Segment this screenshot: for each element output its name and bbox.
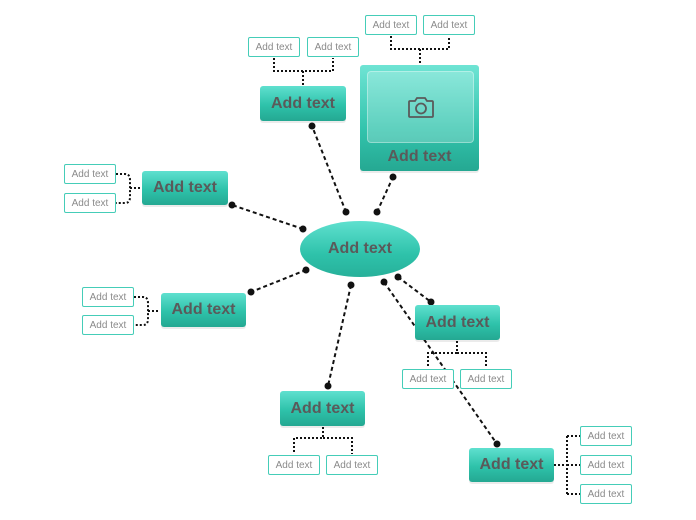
topic-left-upper[interactable]: Add text: [142, 171, 228, 205]
subtopic-top-2[interactable]: Add text: [307, 37, 359, 57]
topic-bottom-right-label: Add text: [479, 456, 544, 473]
subtopic-left-upper-1[interactable]: Add text: [64, 164, 116, 184]
subtopic-left-lower-1[interactable]: Add text: [82, 287, 134, 307]
topic-top-label: Add text: [271, 94, 335, 112]
subtopic-right-middle-1[interactable]: Add text: [402, 369, 454, 389]
subtopic-left-lower-2[interactable]: Add text: [82, 315, 134, 335]
connector-left-lower: [250, 269, 307, 293]
subtopic-photo-1[interactable]: Add text: [365, 15, 417, 35]
bracket-photo: [390, 36, 450, 63]
connector-bottom-right: [383, 281, 498, 445]
connector-left-upper: [231, 204, 304, 230]
bracket-top: [273, 58, 334, 85]
topic-bottom-right[interactable]: Add text: [469, 448, 554, 482]
connector-bottom: [327, 284, 352, 387]
topic-left-lower-label: Add text: [171, 301, 236, 318]
topic-top[interactable]: Add text: [260, 86, 346, 121]
topic-bottom[interactable]: Add text: [280, 391, 365, 426]
image-topic-label: Add text: [387, 148, 452, 165]
topic-bottom-label: Add text: [290, 399, 355, 417]
subtopic-right-middle-2[interactable]: Add text: [460, 369, 512, 389]
connector-right-middle: [397, 276, 432, 303]
subtopic-bottom-2[interactable]: Add text: [326, 455, 378, 475]
image-topic[interactable]: Add text: [360, 65, 479, 171]
connector-photo: [376, 176, 394, 213]
subtopic-bottom-right-2[interactable]: Add text: [580, 455, 632, 475]
central-topic[interactable]: Add text: [300, 221, 420, 277]
subtopic-bottom-right-3[interactable]: Add text: [580, 484, 632, 504]
topic-left-lower[interactable]: Add text: [161, 293, 246, 327]
central-topic-label: Add text: [328, 240, 392, 257]
connector-top: [311, 125, 347, 213]
bracket-bottom: [293, 427, 353, 454]
subtopic-bottom-1[interactable]: Add text: [268, 455, 320, 475]
bracket-right-middle: [427, 341, 487, 368]
camera-icon: [407, 97, 434, 118]
image-placeholder[interactable]: [367, 71, 474, 143]
topic-right-middle[interactable]: Add text: [415, 305, 500, 340]
topic-left-upper-label: Add text: [153, 179, 217, 196]
subtopic-photo-2[interactable]: Add text: [423, 15, 475, 35]
subtopic-bottom-right-1[interactable]: Add text: [580, 426, 632, 446]
bracket-bottom-right: [554, 435, 580, 495]
bracket-left-upper: [116, 173, 142, 204]
topic-right-middle-label: Add text: [425, 313, 490, 331]
bracket-left-lower: [134, 296, 160, 326]
subtopic-top-1[interactable]: Add text: [248, 37, 300, 57]
subtopic-left-upper-2[interactable]: Add text: [64, 193, 116, 213]
